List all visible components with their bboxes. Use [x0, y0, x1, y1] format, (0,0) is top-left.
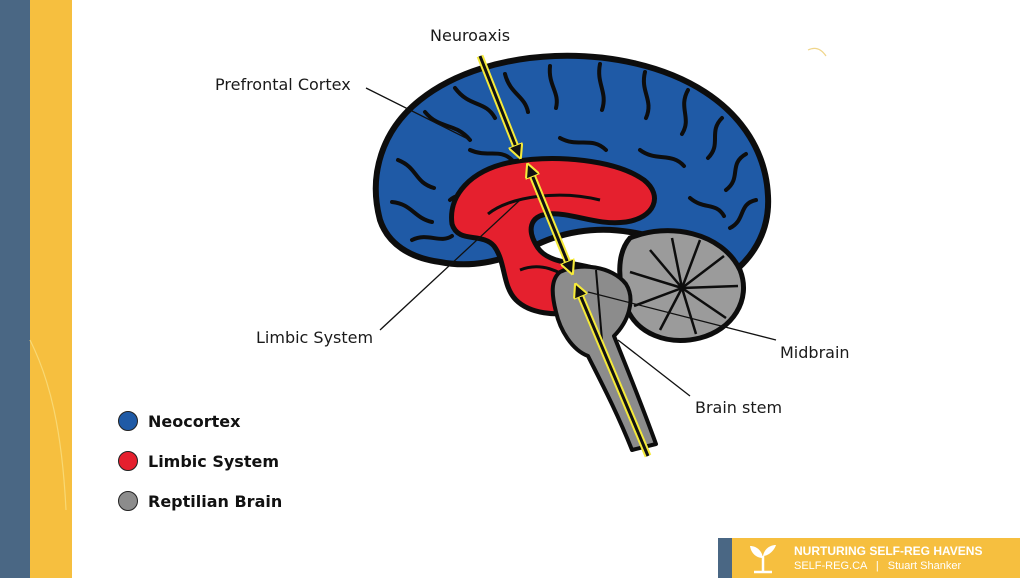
- reptilian-swatch: [118, 491, 138, 511]
- midbrain-leader: [587, 291, 777, 341]
- decorative-stroke: [807, 47, 827, 57]
- limbic-leader: [379, 199, 521, 331]
- legend-item-neocortex: Neocortex: [118, 410, 282, 432]
- legend-label: Limbic System: [148, 451, 279, 471]
- leader-lines: [365, 87, 777, 397]
- legend-label: Neocortex: [148, 411, 241, 431]
- legend-item-limbic: Limbic System: [118, 450, 282, 472]
- footer-slate-block: [718, 538, 732, 578]
- limbic-swatch: [118, 451, 138, 471]
- legend-item-reptilian: Reptilian Brain: [118, 490, 282, 512]
- prefrontal-leader: [365, 87, 471, 141]
- footer-banner: NURTURING SELF-REG HAVENS SELF-REG.CA | …: [732, 538, 1020, 578]
- footer-title: NURTURING SELF-REG HAVENS: [794, 544, 983, 558]
- footer-site: SELF-REG.CA: [794, 560, 867, 572]
- brainstem-leader: [617, 339, 691, 397]
- sprout-icon: [750, 545, 776, 574]
- neocortex-swatch: [118, 411, 138, 431]
- midbrain-label: Midbrain: [780, 343, 850, 362]
- legend: Neocortex Limbic System Reptilian Brain: [118, 410, 282, 530]
- brain-stem-label: Brain stem: [695, 398, 782, 417]
- left-gold-band: [30, 0, 72, 578]
- prefrontal-cortex-label: Prefrontal Cortex: [215, 75, 351, 94]
- footer-separator: |: [875, 560, 879, 572]
- footer-author: Stuart Shanker: [887, 560, 962, 572]
- neuroaxis-arrows: [476, 54, 652, 458]
- left-slate-band: [0, 0, 30, 578]
- neuroaxis-label: Neuroaxis: [430, 26, 510, 45]
- limbic-system-label: Limbic System: [256, 328, 373, 347]
- cerebellum-region: [617, 228, 746, 343]
- decorative-stroke: [29, 339, 67, 511]
- legend-label: Reptilian Brain: [148, 491, 283, 511]
- footer-subtitle: SELF-REG.CA | Stuart Shanker: [794, 560, 961, 572]
